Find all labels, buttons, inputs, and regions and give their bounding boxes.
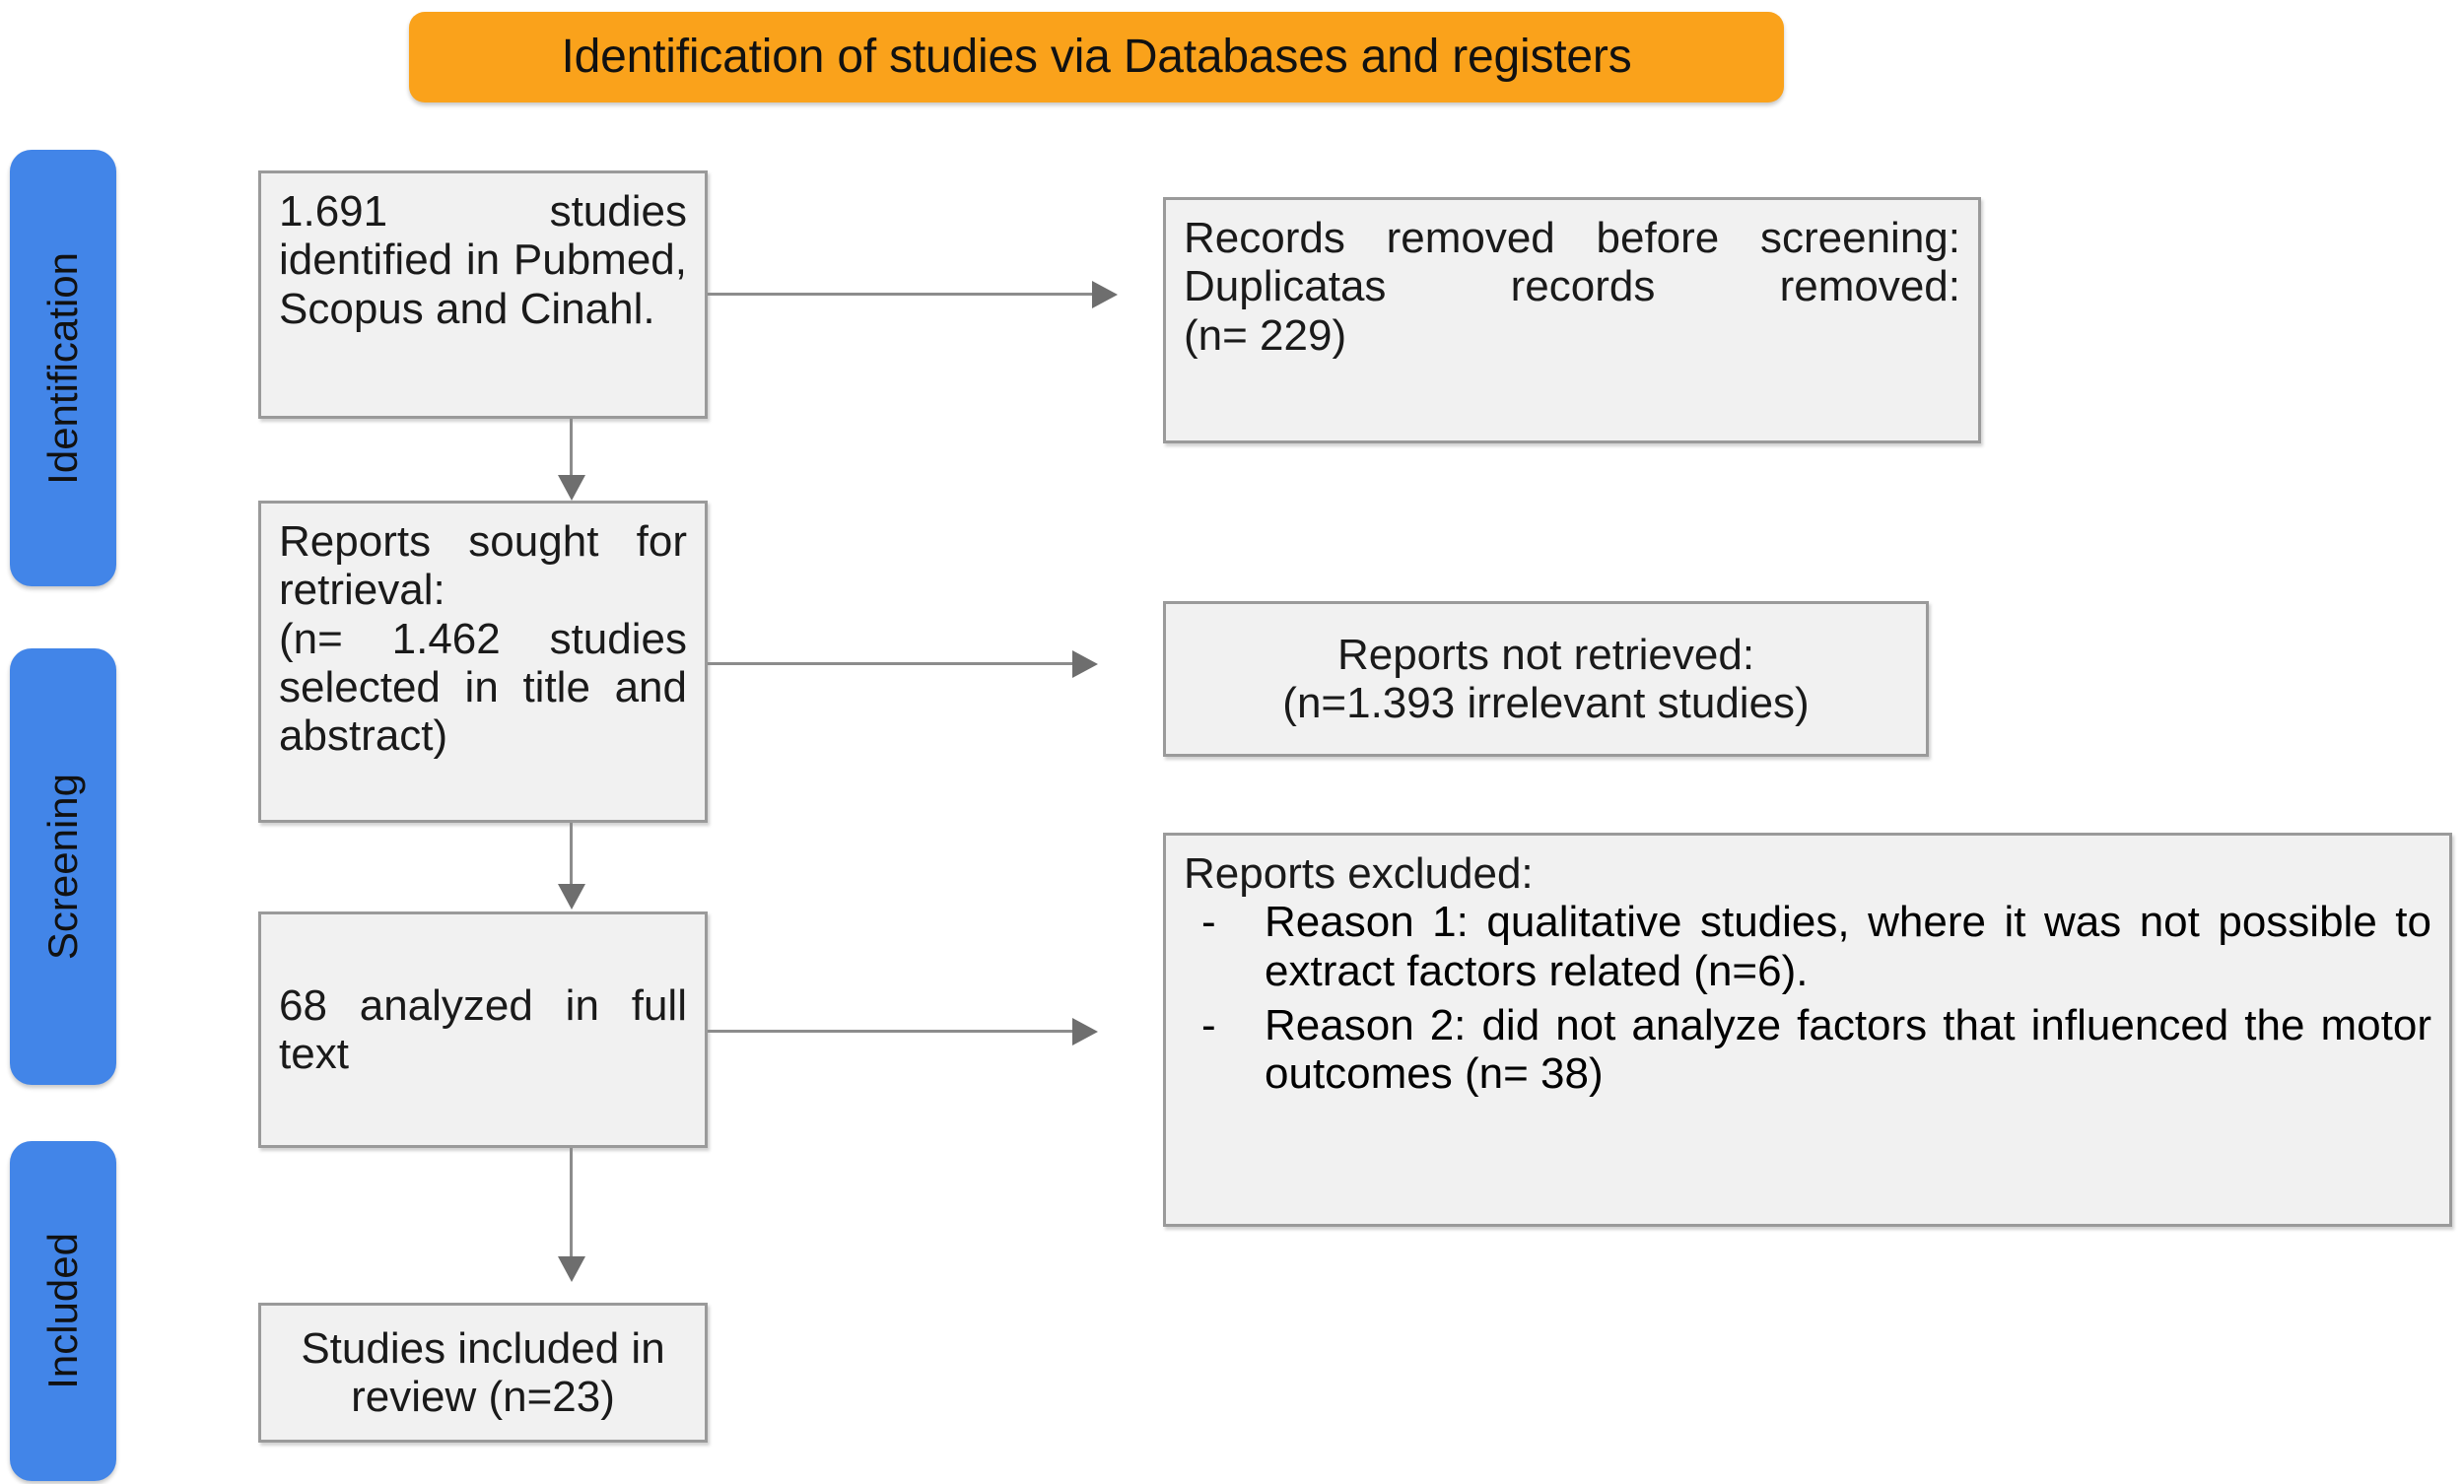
arrowhead-sought-to-not-retrieved	[1072, 650, 1098, 678]
connector-full-text-to-included	[570, 1148, 573, 1256]
box-reports-sought: Reports sought for retrieval: (n= 1.462 …	[258, 501, 708, 823]
banner-title: Identification of studies via Databases …	[561, 30, 1632, 83]
connector-sought-to-full-text	[570, 823, 573, 884]
stage-tab-screening: Screening	[10, 648, 116, 1085]
connector-sought-to-not-retrieved	[708, 662, 1072, 665]
box-reports-excluded: Reports excluded: - Reason 1: qualitativ…	[1163, 833, 2452, 1227]
box-records-removed-line2: Duplicatas records removed:	[1184, 262, 1960, 311]
connector-full-text-to-excluded	[708, 1030, 1072, 1033]
stage-tab-identification: Identification	[10, 150, 116, 586]
box-records-identified-text: 1.691 studies identified in Pubmed, Scop…	[279, 187, 687, 333]
arrowhead-full-text-to-included	[558, 1256, 585, 1282]
bullet-dash-icon: -	[1201, 898, 1216, 947]
arrowhead-identified-to-sought	[558, 475, 585, 501]
arrowhead-full-text-to-excluded	[1072, 1018, 1098, 1046]
box-full-text-analyzed: 68 analyzed in full text	[258, 911, 708, 1148]
box-studies-included-text: Studies included in review (n=23)	[301, 1323, 665, 1421]
banner-identification-header: Identification of studies via Databases …	[409, 12, 1784, 102]
stage-tab-identification-label: Identification	[39, 251, 86, 485]
excluded-reason-1-text: Reason 1: qualitative studies, where it …	[1265, 898, 2431, 995]
connector-identified-to-removed	[708, 293, 1092, 296]
excluded-reason-2-text: Reason 2: did not analyze factors that i…	[1265, 1000, 2431, 1099]
stage-tab-screening-label: Screening	[39, 773, 86, 961]
box-records-identified: 1.691 studies identified in Pubmed, Scop…	[258, 170, 708, 419]
stage-tab-included: Included	[10, 1141, 116, 1481]
excluded-reason-item: - Reason 2: did not analyze factors that…	[1184, 1001, 2431, 1099]
box-full-text-analyzed-text: 68 analyzed in full text	[279, 980, 687, 1078]
box-reports-not-retrieved: Reports not retrieved: (n=1.393 irreleva…	[1163, 601, 1929, 757]
box-studies-included: Studies included in review (n=23)	[258, 1303, 708, 1443]
stage-tab-included-label: Included	[39, 1233, 86, 1389]
box-records-removed-line1: Records removed before screening:	[1184, 214, 1960, 262]
box-reports-not-retrieved-line2: (n=1.393 irrelevant studies)	[1282, 679, 1810, 727]
connector-identified-to-sought	[570, 419, 573, 475]
box-records-removed: Records removed before screening: Duplic…	[1163, 197, 1981, 443]
arrowhead-sought-to-full-text	[558, 884, 585, 910]
bullet-dash-icon: -	[1201, 1000, 1216, 1049]
box-records-removed-line3: (n= 229)	[1184, 310, 1347, 360]
box-reports-sought-line1: Reports sought for retrieval:	[279, 517, 687, 615]
box-reports-sought-line2: (n= 1.462 studies selected in title and …	[279, 614, 687, 761]
arrowhead-identified-to-removed	[1092, 281, 1118, 308]
box-reports-excluded-title: Reports excluded:	[1184, 849, 1534, 898]
excluded-reason-item: - Reason 1: qualitative studies, where i…	[1184, 898, 2431, 995]
box-reports-not-retrieved-line1: Reports not retrieved:	[1336, 630, 1755, 679]
